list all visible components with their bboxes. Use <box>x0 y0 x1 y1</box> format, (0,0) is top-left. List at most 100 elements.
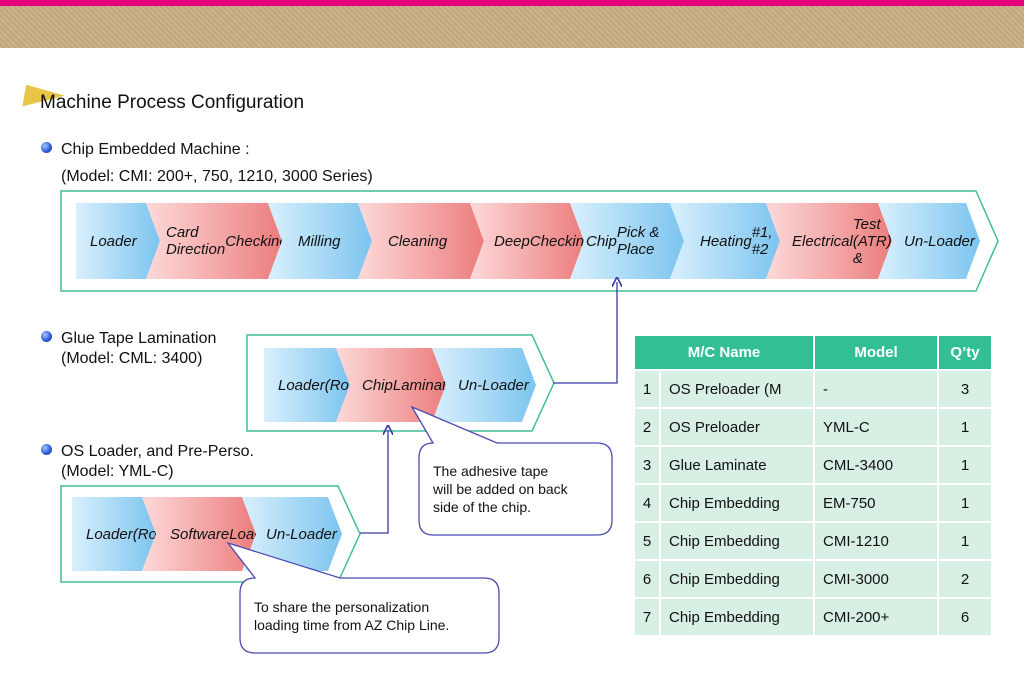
glue-tape-heading: Glue Tape Lamination <box>61 330 217 347</box>
os-loader-model: (Model: YML-C) <box>61 463 174 480</box>
process-step-label: Un-Loader <box>432 348 529 422</box>
process-step-text: Milling <box>298 232 341 250</box>
table-cell-qty: 6 <box>939 599 991 635</box>
process-step-label: Milling <box>268 203 341 279</box>
adhesive-callout: The adhesive tape will be added on back … <box>433 462 568 516</box>
chip-embedded-heading: Chip Embedded Machine : <box>61 141 250 158</box>
process-step-text: Loader <box>90 232 137 250</box>
header-banner <box>0 6 1024 48</box>
process-step: Milling <box>268 203 372 279</box>
top-accent-bar <box>0 0 1024 6</box>
table-cell-qty: 1 <box>939 447 991 483</box>
callout-line: side of the chip. <box>433 499 532 515</box>
process-step-label: Un-Loader <box>242 497 337 571</box>
process-step-text: Un- <box>458 376 483 394</box>
process-step-text: #1, #2 <box>751 224 773 258</box>
header-qty: Q’ty <box>939 336 991 369</box>
process-step-text: Heating <box>700 232 752 250</box>
process-step-text: Test (ATR) & <box>852 215 892 267</box>
table-cell-model: CMI-200+ <box>815 599 937 635</box>
header-mc-name: M/C Name <box>635 336 813 369</box>
process-step: Un-Loader <box>432 348 536 422</box>
table-cell-no: 6 <box>635 561 659 597</box>
table-cell-qty: 1 <box>939 523 991 559</box>
bullet-icon <box>41 331 52 342</box>
table-cell-model: CMI-1210 <box>815 523 937 559</box>
table-header-row: M/C Name Model Q’ty <box>635 336 991 369</box>
table-cell-model: - <box>815 371 937 407</box>
process-step-text: Loader <box>928 232 975 250</box>
table-cell-qty: 1 <box>939 409 991 445</box>
process-step-text: Chip <box>586 232 617 250</box>
process-step-text: Laminate <box>392 376 455 394</box>
process-step-text: Pick & Place <box>616 224 660 258</box>
table-cell-model: EM-750 <box>815 485 937 521</box>
callout-line: The adhesive tape <box>433 463 549 479</box>
callout-line: will be added on back <box>433 481 568 497</box>
process-step-text: Loader <box>290 525 337 543</box>
table-cell-qty: 3 <box>939 371 991 407</box>
process-step-text: Loader <box>278 376 325 394</box>
os-loader-heading: OS Loader, and Pre-Perso. <box>61 443 254 460</box>
process-step-label: Un-Loader <box>878 203 975 279</box>
table-cell-name: Glue Laminate <box>661 447 813 483</box>
header-model: Model <box>815 336 937 369</box>
process-step-text: Card Direction <box>166 224 226 258</box>
process-step-text: Deep <box>494 232 530 250</box>
process-step-text: Un- <box>266 525 291 543</box>
personalization-callout: To share the personalization loading tim… <box>254 598 449 634</box>
table-cell-no: 4 <box>635 485 659 521</box>
table-cell-no: 7 <box>635 599 659 635</box>
process-step: Cleaning <box>358 203 484 279</box>
process-step-label: Loader <box>76 203 137 279</box>
table-cell-name: OS Preloader <box>661 409 813 445</box>
table-cell-name: Chip Embedding <box>661 523 813 559</box>
process-step-text: Electrical <box>792 232 853 250</box>
process-step-text: Checking <box>529 232 593 250</box>
bullet-icon <box>41 142 52 153</box>
table-cell-model: CMI-3000 <box>815 561 937 597</box>
table-cell-no: 3 <box>635 447 659 483</box>
table-cell-model: CML-3400 <box>815 447 937 483</box>
process-step-text: Software <box>170 525 230 543</box>
table-cell-name: Chip Embedding <box>661 561 813 597</box>
process-step: Un-Loader <box>878 203 980 279</box>
process-step-label: Heating#1, #2 <box>670 203 780 279</box>
callout-line: loading time from AZ Chip Line. <box>254 617 450 633</box>
table-cell-name: Chip Embedding <box>661 485 813 521</box>
table-cell-qty: 2 <box>939 561 991 597</box>
table-cell-name: OS Preloader (M <box>661 371 813 407</box>
process-step-text: Loader <box>86 525 133 543</box>
process-step-text: Chip <box>362 376 393 394</box>
table-cell-no: 1 <box>635 371 659 407</box>
table-cell-no: 2 <box>635 409 659 445</box>
process-step: Un-Loader <box>242 497 342 571</box>
process-step: Heating#1, #2 <box>670 203 780 279</box>
process-step-text: Checking <box>225 232 288 250</box>
table-cell-model: YML-C <box>815 409 937 445</box>
glue-tape-model: (Model: CML: 3400) <box>61 350 203 367</box>
page-title: Machine Process Configuration <box>40 92 305 113</box>
table-cell-name: Chip Embedding <box>661 599 813 635</box>
table-cell-qty: 1 <box>939 485 991 521</box>
process-step: Loader <box>76 203 160 279</box>
process-step-text: Cleaning <box>388 232 448 250</box>
process-step-label: Cleaning <box>358 203 447 279</box>
